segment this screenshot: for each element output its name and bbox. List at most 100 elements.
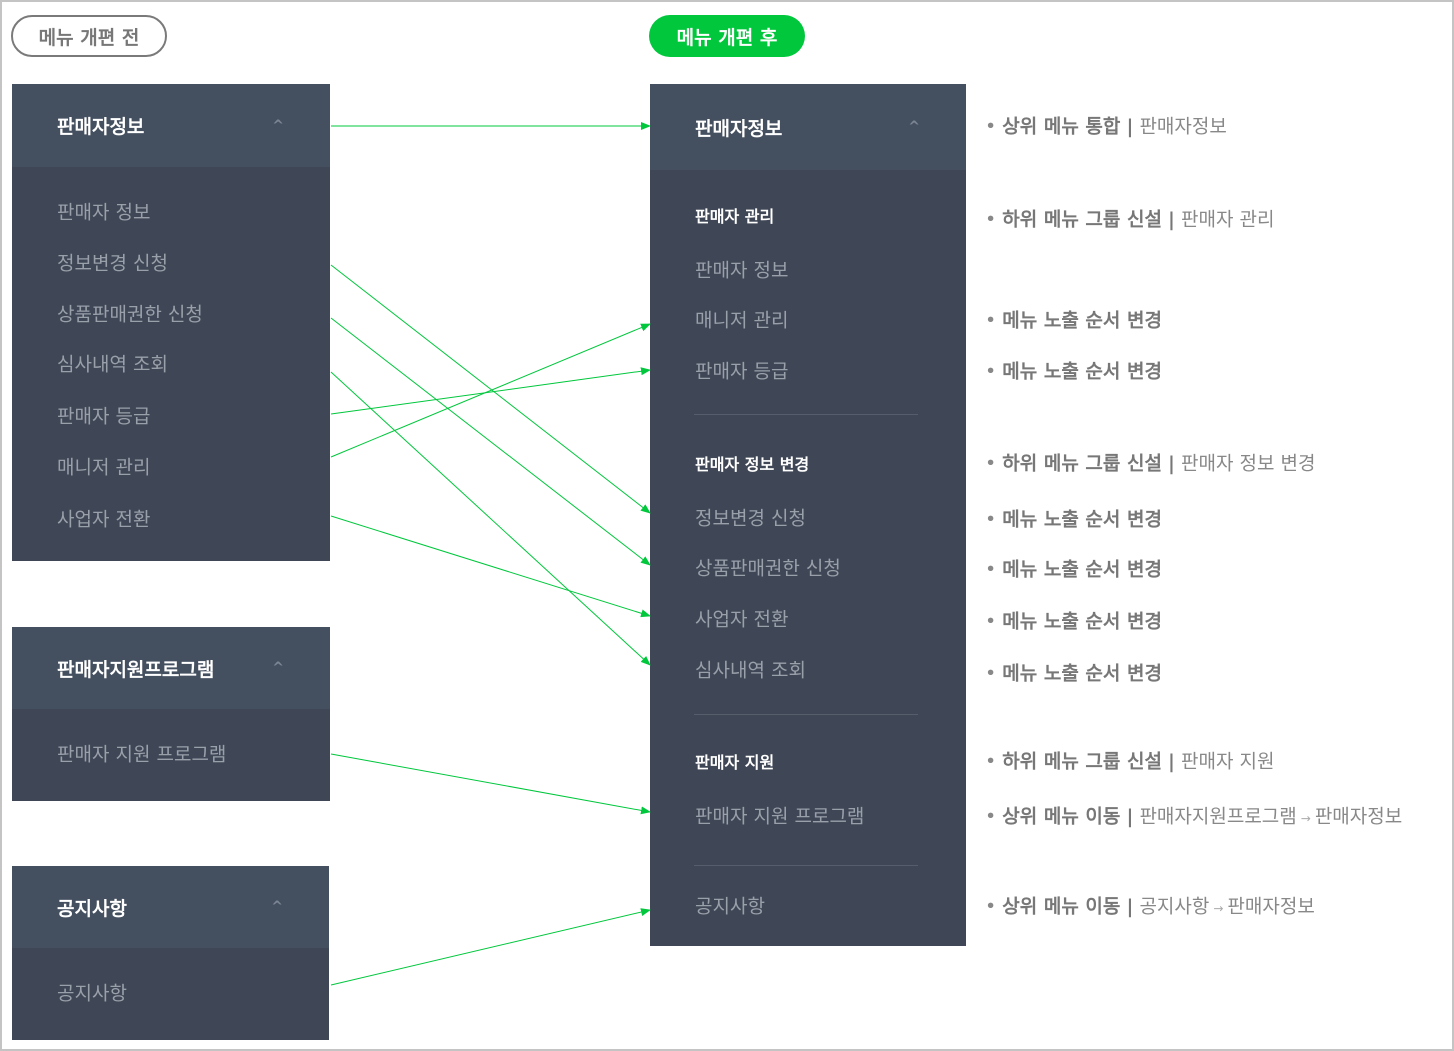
divider — [694, 714, 918, 715]
group-title: 판매자 지원 — [695, 753, 775, 772]
after-label: 메뉴 개편 후 — [649, 15, 805, 57]
menu-item[interactable]: 심사내역 조회 — [695, 659, 806, 682]
bullet-icon: • — [985, 115, 997, 138]
bullet-icon: • — [985, 452, 997, 475]
menu-item[interactable]: 사업자 전환 — [57, 508, 151, 531]
menu-item[interactable]: 공지사항 — [695, 895, 765, 918]
arrow-line — [330, 908, 651, 986]
change-note: • 메뉴 노출 순서 변경 — [985, 357, 1162, 384]
menu-item[interactable]: 상품판매권한 신청 — [57, 303, 203, 326]
bullet-icon: • — [985, 558, 997, 581]
menu-item[interactable]: 매니저 관리 — [695, 309, 789, 332]
note-title: 메뉴 노출 순서 변경 — [1002, 662, 1162, 685]
note-target: 판매자정보 — [1314, 805, 1403, 828]
arrow-line — [330, 367, 651, 415]
arrow-line — [330, 264, 651, 514]
arrow-line — [330, 317, 651, 566]
bullet-icon: • — [985, 805, 997, 828]
group-title: 판매자 정보 변경 — [695, 455, 810, 474]
change-note: • 메뉴 노출 순서 변경 — [985, 505, 1162, 532]
menu-item[interactable]: 사업자 전환 — [695, 608, 789, 631]
note-title: 하위 메뉴 그룹 신설 — [1002, 452, 1162, 475]
menu-item[interactable]: 판매자 지원 프로그램 — [57, 743, 227, 766]
separator: | — [1126, 895, 1134, 918]
change-note: • 메뉴 노출 순서 변경 — [985, 607, 1162, 634]
menu-header[interactable]: 판매자정보 ^ — [650, 84, 966, 170]
bullet-icon: • — [985, 360, 997, 383]
menu-item[interactable]: 판매자 지원 프로그램 — [695, 805, 865, 828]
before-label: 메뉴 개편 전 — [11, 15, 167, 57]
note-title: 상위 메뉴 이동 — [1002, 895, 1121, 918]
change-note: • 메뉴 노출 순서 변경 — [985, 659, 1162, 686]
separator: | — [1126, 115, 1134, 138]
menu-item[interactable]: 판매자 등급 — [695, 360, 789, 383]
before-menu-seller-info: 판매자정보^ 판매자 정보 정보변경 신청 상품판매권한 신청 심사내역 조회 … — [12, 84, 330, 561]
arrow-right-icon: → — [1213, 901, 1224, 916]
bullet-icon: • — [985, 610, 997, 633]
divider — [694, 414, 918, 415]
note-detail: 판매자지원프로그램 — [1139, 805, 1297, 828]
bullet-icon: • — [985, 895, 997, 918]
note-title: 메뉴 노출 순서 변경 — [1002, 309, 1162, 332]
change-note: • 상위 메뉴 이동 | 공지사항→판매자정보 — [985, 892, 1315, 919]
note-title: 메뉴 노출 순서 변경 — [1002, 360, 1162, 383]
menu-title: 판매자정보 — [695, 117, 783, 140]
change-note: • 상위 메뉴 통합 | 판매자정보 — [985, 112, 1227, 139]
change-note: • 하위 메뉴 그룹 신설 | 판매자 관리 — [985, 205, 1274, 232]
menu-item[interactable]: 판매자 정보 — [57, 201, 151, 224]
note-detail: 판매자정보 — [1139, 115, 1227, 138]
bullet-icon: • — [985, 208, 997, 231]
change-note: • 메뉴 노출 순서 변경 — [985, 306, 1162, 333]
chevron-up-icon[interactable]: ^ — [272, 660, 284, 676]
menu-item[interactable]: 매니저 관리 — [57, 456, 151, 479]
menu-header[interactable]: 판매자정보 ^ — [12, 84, 330, 167]
before-menu-notice: 공지사항 ^ 공지사항 — [12, 866, 329, 1040]
divider — [694, 865, 918, 866]
note-title: 메뉴 노출 순서 변경 — [1002, 558, 1162, 581]
menu-item[interactable]: 정보변경 신청 — [57, 252, 168, 275]
note-target: 판매자정보 — [1227, 895, 1315, 918]
menu-item[interactable]: 판매자 등급 — [57, 405, 151, 428]
menu-item[interactable]: 판매자 정보 — [695, 259, 789, 282]
after-menu: 판매자정보 ^ 판매자 관리 판매자 정보 매니저 관리 판매자 등급 판매자 정… — [650, 84, 966, 946]
arrow-line — [330, 515, 651, 618]
separator: | — [1168, 208, 1175, 231]
menu-header[interactable]: 공지사항 ^ — [12, 866, 329, 948]
group-title: 판매자 관리 — [695, 207, 775, 226]
note-detail: 판매자 지원 — [1181, 750, 1275, 773]
chevron-up-icon[interactable]: ^ — [271, 899, 283, 915]
arrow-line — [330, 371, 651, 666]
menu-title: 판매자지원프로그램 — [57, 658, 215, 681]
change-note: • 하위 메뉴 그룹 신설 | 판매자 정보 변경 — [985, 449, 1315, 476]
note-title: 하위 메뉴 그룹 신설 — [1002, 750, 1162, 773]
before-menu-support: 판매자지원프로그램 ^ 판매자 지원 프로그램 — [12, 627, 330, 801]
menu-header[interactable]: 판매자지원프로그램 ^ — [12, 627, 330, 709]
arrow-right-icon: → — [1300, 811, 1311, 826]
note-detail: 공지사항 — [1139, 895, 1210, 918]
note-detail: 판매자 관리 — [1181, 208, 1275, 231]
note-detail: 판매자 정보 변경 — [1181, 452, 1316, 475]
separator: | — [1168, 452, 1175, 475]
bullet-icon: • — [985, 309, 997, 332]
change-note: • 상위 메뉴 이동 | 판매자지원프로그램→판매자정보 — [985, 802, 1402, 829]
arrow-line — [330, 323, 651, 458]
chevron-up-icon[interactable]: ^ — [908, 119, 920, 135]
menu-item[interactable]: 심사내역 조회 — [57, 353, 168, 376]
bullet-icon: • — [985, 750, 997, 773]
menu-title: 판매자정보 — [57, 116, 145, 138]
note-title: 상위 메뉴 이동 — [1002, 805, 1121, 828]
note-title: 상위 메뉴 통합 — [1002, 115, 1121, 138]
menu-title: 공지사항 — [57, 897, 127, 920]
note-title: 메뉴 노출 순서 변경 — [1002, 508, 1162, 531]
chevron-up-icon[interactable]: ^ — [272, 117, 284, 134]
menu-item[interactable]: 상품판매권한 신청 — [695, 557, 841, 580]
bullet-icon: • — [985, 662, 997, 685]
change-note: • 메뉴 노출 순서 변경 — [985, 555, 1162, 582]
menu-item[interactable]: 공지사항 — [57, 982, 127, 1005]
separator: | — [1168, 750, 1175, 773]
separator: | — [1126, 805, 1134, 828]
note-title: 하위 메뉴 그룹 신설 — [1002, 208, 1162, 231]
menu-item[interactable]: 정보변경 신청 — [695, 507, 806, 530]
